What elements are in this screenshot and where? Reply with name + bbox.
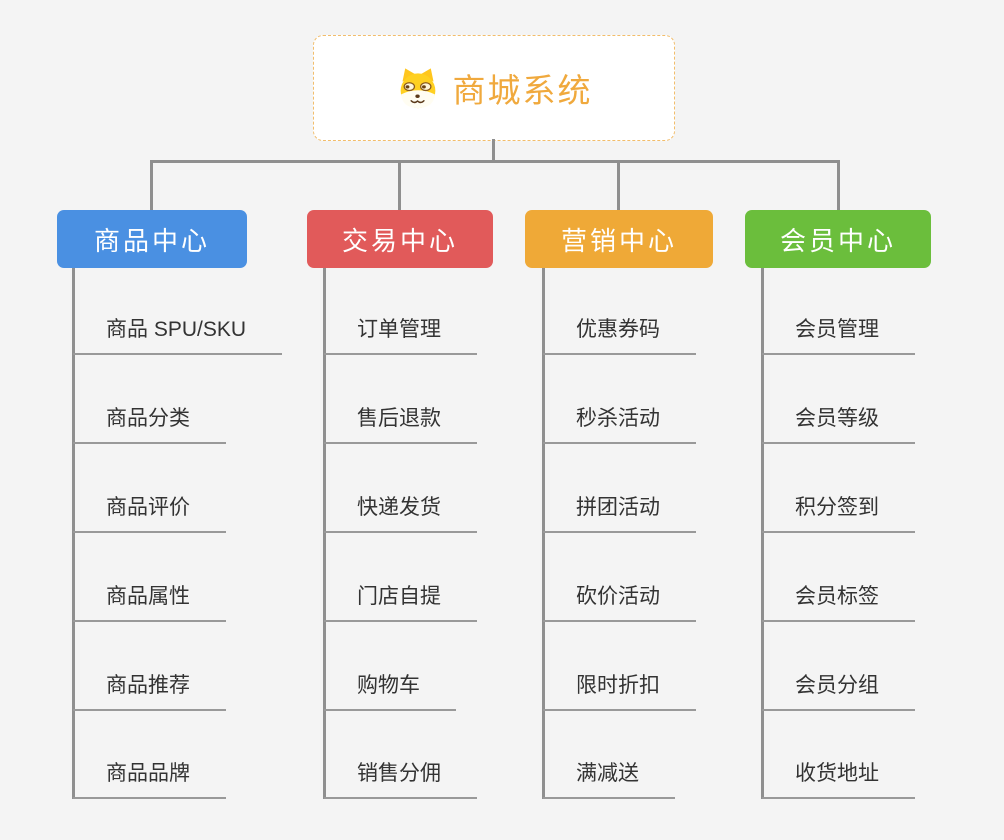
leaf-item[interactable]: 商品属性: [73, 582, 226, 622]
leaf-item[interactable]: 收货地址: [762, 759, 915, 799]
branch-node-trade[interactable]: 交易中心: [307, 210, 493, 268]
leaf-item[interactable]: 满减送: [543, 759, 675, 799]
connector-horizontal-bar: [150, 160, 840, 163]
leaf-item[interactable]: 会员等级: [762, 404, 915, 444]
leaf-item[interactable]: 商品评价: [73, 493, 226, 533]
leaf-item[interactable]: 会员标签: [762, 582, 915, 622]
branch-trunk-line: [323, 268, 326, 799]
leaf-item[interactable]: 拼团活动: [543, 493, 696, 533]
branch-trunk-line: [761, 268, 764, 799]
connector-drop-branch-1: [150, 160, 153, 210]
leaf-item[interactable]: 销售分佣: [324, 759, 477, 799]
leaf-item[interactable]: 优惠券码: [543, 315, 696, 355]
leaf-item[interactable]: 秒杀活动: [543, 404, 696, 444]
leaf-item[interactable]: 门店自提: [324, 582, 477, 622]
branch-trunk-line: [542, 268, 545, 799]
leaf-item[interactable]: 商品分类: [73, 404, 226, 444]
connector-root-stem: [492, 139, 495, 162]
branch-node-products[interactable]: 商品中心: [57, 210, 247, 268]
branch-node-marketing[interactable]: 营销中心: [525, 210, 713, 268]
root-node[interactable]: 商城系统: [313, 35, 675, 141]
leaf-item[interactable]: 限时折扣: [543, 671, 696, 711]
branch-node-members[interactable]: 会员中心: [745, 210, 931, 268]
leaf-item[interactable]: 购物车: [324, 671, 456, 711]
leaf-item[interactable]: 积分签到: [762, 493, 915, 533]
leaf-item[interactable]: 订单管理: [324, 315, 477, 355]
leaf-item[interactable]: 砍价活动: [543, 582, 696, 622]
leaf-item[interactable]: 会员管理: [762, 315, 915, 355]
connector-drop-branch-3: [617, 160, 620, 210]
connector-drop-branch-2: [398, 160, 401, 210]
connector-drop-branch-4: [837, 160, 840, 210]
dog-face-icon: [400, 68, 435, 109]
leaf-item[interactable]: 商品品牌: [73, 759, 226, 799]
leaf-item[interactable]: 售后退款: [324, 404, 477, 444]
leaf-item[interactable]: 商品 SPU/SKU: [73, 315, 283, 355]
branch-trunk-line: [72, 268, 75, 799]
leaf-item[interactable]: 商品推荐: [73, 671, 226, 711]
leaf-item[interactable]: 会员分组: [762, 671, 915, 711]
leaf-item[interactable]: 快递发货: [324, 493, 477, 533]
root-title: 商城系统: [452, 72, 593, 109]
